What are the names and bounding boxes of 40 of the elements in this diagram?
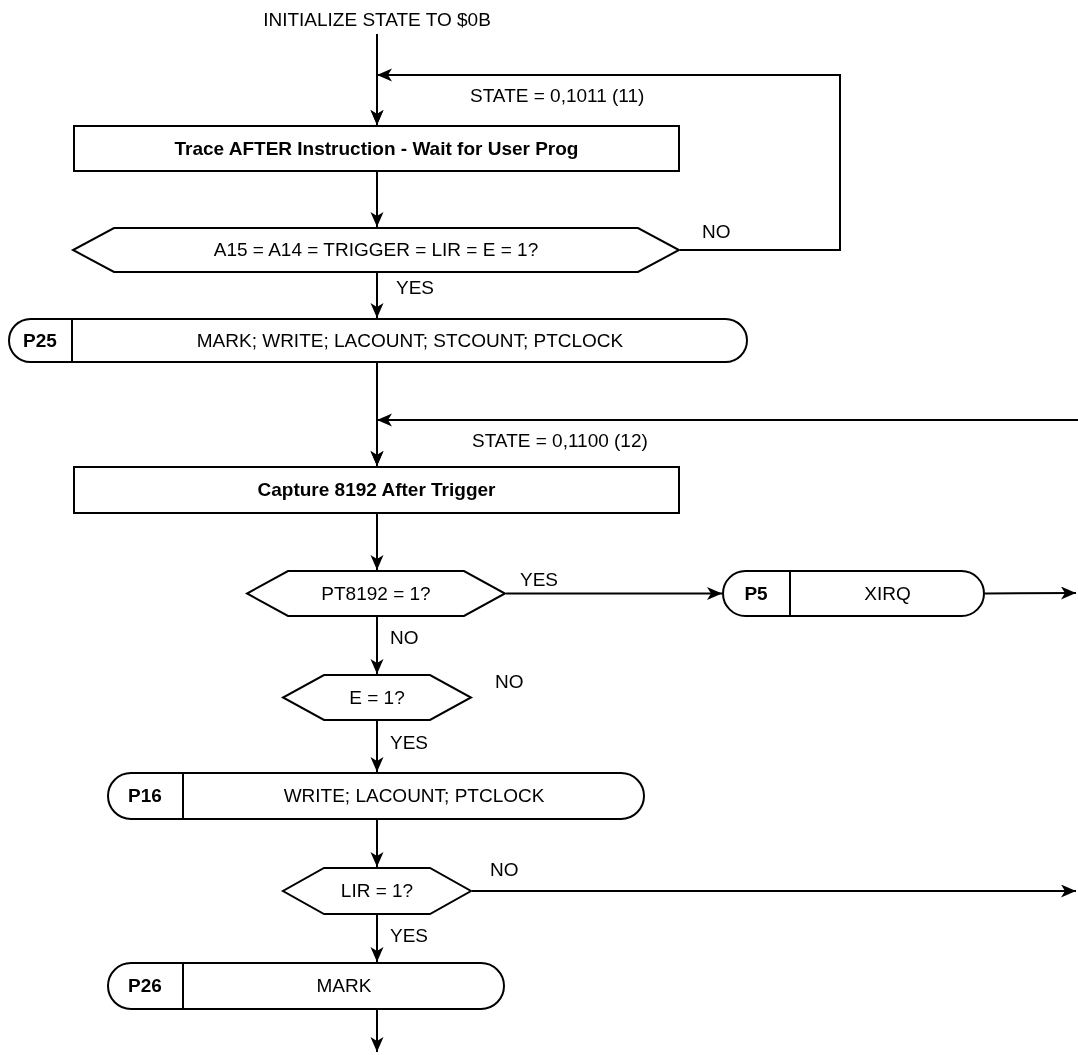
step-number: P25 xyxy=(22,328,58,353)
arrow xyxy=(370,616,384,675)
terminal-box xyxy=(107,772,645,820)
state-note: STATE = 0,1011 (11) xyxy=(468,86,647,107)
arrow xyxy=(370,819,384,868)
arrow xyxy=(370,720,384,773)
decision-hexagon xyxy=(282,867,472,915)
arrow xyxy=(370,272,384,319)
arrow xyxy=(471,884,1077,898)
instruction-text: INITIALIZE STATE TO $0B xyxy=(262,8,492,32)
decision-text: PT8192 = 1? xyxy=(320,581,432,606)
decision-text: A15 = A14 = TRIGGER = LIR = E = 1? xyxy=(212,238,540,262)
process-text: Capture 8192 After Trigger xyxy=(256,478,497,502)
terminal-box xyxy=(8,318,748,363)
arrow xyxy=(370,914,384,963)
state-note: STATE = 0,1100 (12) xyxy=(470,431,650,452)
arrow xyxy=(370,1009,384,1053)
decision-text: LIR = 1? xyxy=(339,879,415,903)
action-text: XIRQ xyxy=(863,581,912,606)
process-box xyxy=(73,466,680,514)
step-number: P26 xyxy=(127,974,163,998)
arrow xyxy=(370,68,841,251)
decision-hexagon xyxy=(246,570,506,617)
decision-hexagon xyxy=(72,227,680,273)
process-text: Trace AFTER Instruction - Wait for User Prog xyxy=(173,136,580,161)
action-text: MARK xyxy=(315,974,373,998)
decision-text: E = 1? xyxy=(348,685,406,710)
action-text: MARK; WRITE; LACOUNT; STCOUNT; PTCLOCK xyxy=(195,328,625,353)
terminal-box xyxy=(722,570,985,617)
arrow xyxy=(505,587,723,600)
process-box xyxy=(73,125,680,172)
step-number: P5 xyxy=(743,581,769,606)
terminal-box xyxy=(107,962,505,1010)
arrow xyxy=(370,171,384,228)
arrow xyxy=(984,586,1077,600)
step-number: P16 xyxy=(127,784,163,808)
arrow xyxy=(370,413,1078,467)
arrow xyxy=(370,513,384,571)
decision-hexagon xyxy=(282,674,472,721)
action-text: WRITE; LACOUNT; PTCLOCK xyxy=(282,784,546,808)
